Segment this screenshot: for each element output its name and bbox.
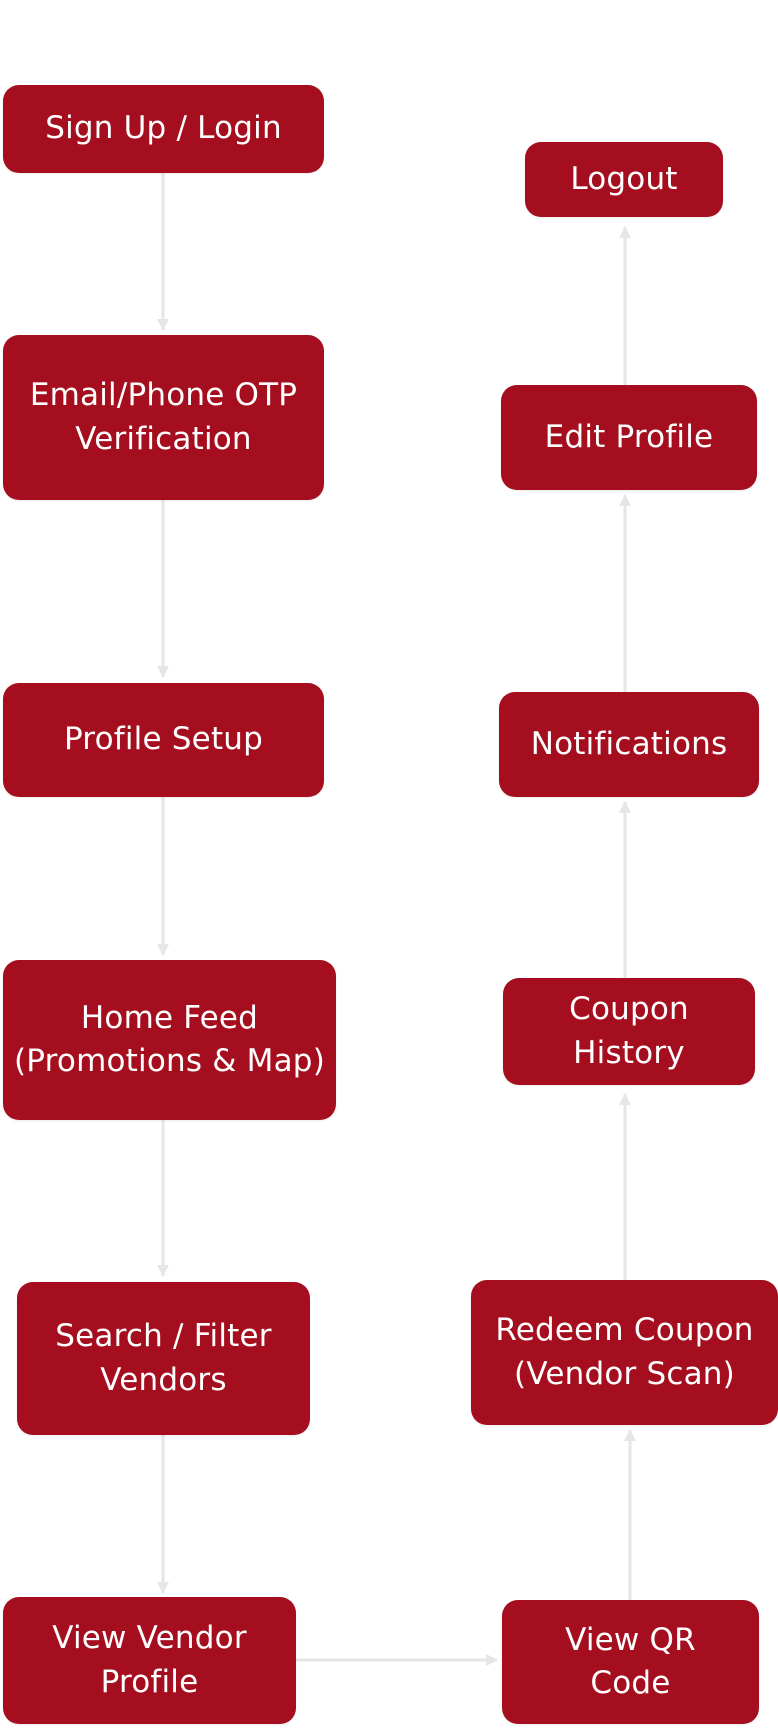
- node-view-qr-code: View QR Code: [502, 1600, 759, 1724]
- node-edit-profile: Edit Profile: [501, 385, 757, 490]
- node-home-feed: Home Feed (Promotions & Map): [3, 960, 336, 1120]
- node-profile-setup: Profile Setup: [3, 683, 324, 797]
- node-view-vendor-profile: View Vendor Profile: [3, 1597, 296, 1724]
- node-search-filter-vendors: Search / Filter Vendors: [17, 1282, 310, 1435]
- node-sign-up-login: Sign Up / Login: [3, 85, 324, 173]
- node-logout: Logout: [525, 142, 723, 217]
- node-notifications: Notifications: [499, 692, 759, 797]
- node-coupon-history: Coupon History: [503, 978, 755, 1085]
- node-redeem-coupon: Redeem Coupon (Vendor Scan): [471, 1280, 778, 1425]
- node-otp-verification: Email/Phone OTP Verification: [3, 335, 324, 500]
